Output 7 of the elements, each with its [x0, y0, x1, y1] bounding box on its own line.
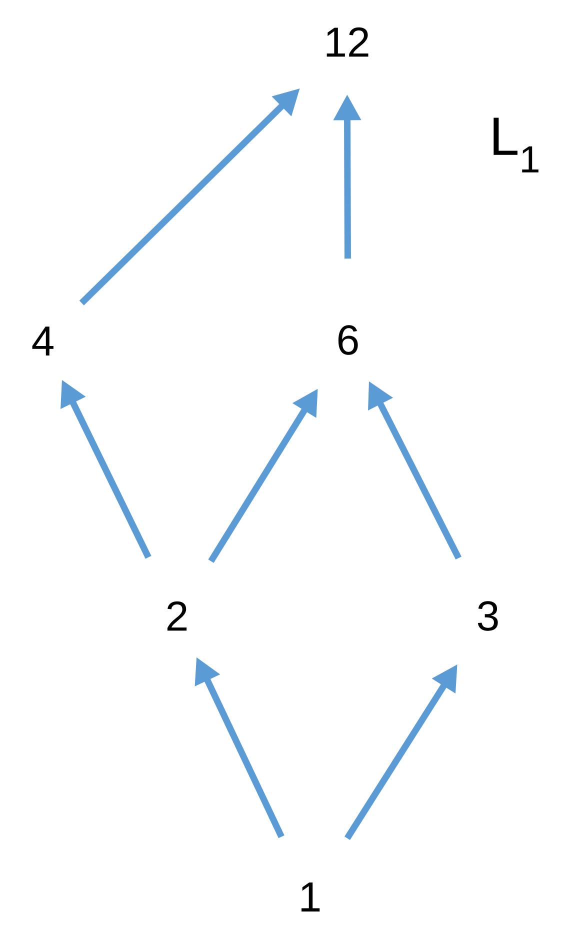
- number-label: 2: [167, 601, 187, 631]
- number-label: 6: [338, 325, 358, 355]
- number-label: 12: [326, 27, 368, 57]
- number-label: 4: [32, 326, 54, 356]
- label: L$_{1}$: [494, 118, 538, 172]
- number-label: 3: [478, 601, 498, 631]
- number-label: 1: [302, 882, 320, 912]
